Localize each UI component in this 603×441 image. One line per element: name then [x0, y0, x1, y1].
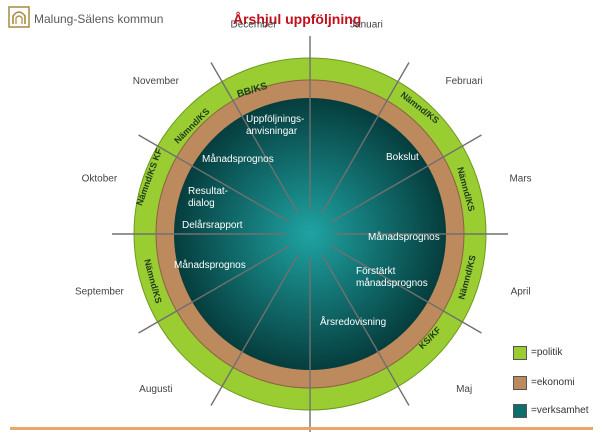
- legend-swatch-verksamhet: [513, 404, 527, 418]
- month-label-januari: Januari: [350, 19, 383, 30]
- month-divider: [138, 245, 290, 334]
- label-manadsprognos-mars: Månadsprognos: [368, 231, 440, 243]
- month-label-april: April: [511, 286, 531, 297]
- uppfoljning-line2: anvisningar: [246, 126, 298, 137]
- label-manadsprognos-sept: Månadsprognos: [174, 259, 246, 271]
- verksamhet-core: [174, 98, 446, 370]
- forstarkt-line2: månadsprognos: [356, 277, 428, 289]
- label-uppfoljningsanvisningar: Uppföljnings-anvisningar: [246, 114, 304, 137]
- label-bokslut: Bokslut: [386, 152, 419, 163]
- month-label-maj: Maj: [456, 384, 472, 395]
- month-label-mars: Mars: [509, 174, 531, 185]
- legend-label-politik: =politik: [531, 347, 563, 358]
- month-divider: [138, 134, 290, 223]
- uppfoljning-line1: Uppföljnings-: [246, 114, 304, 125]
- month-label-augusti: Augusti: [139, 384, 172, 395]
- resultat-line2: dialog: [188, 198, 215, 209]
- label-delarsrapport: Delårsrapport: [182, 219, 243, 231]
- month-label-september: September: [75, 286, 125, 297]
- legend-swatch-ekonomi: [513, 376, 527, 390]
- month-divider: [321, 254, 410, 406]
- page-title: Årshjul uppföljning: [233, 11, 362, 27]
- footer-rule: [10, 427, 593, 430]
- month-label-december: December: [231, 19, 278, 30]
- municipality-logo-icon: [8, 6, 30, 28]
- legend-swatch-politik: [513, 346, 527, 360]
- label-manadsprognos-okt: Månadsprognos: [202, 153, 274, 165]
- legend-label-ekonomi: =ekonomi: [531, 377, 575, 388]
- forstarkt-line1: Förstärkt: [356, 266, 396, 277]
- month-divider: [330, 245, 482, 334]
- label-resultatdialog: Resultat-dialog: [188, 186, 228, 209]
- legend-label-verksamhet: =verksamhet: [531, 405, 589, 416]
- month-label-oktober: Oktober: [82, 174, 118, 185]
- month-divider: [330, 134, 482, 223]
- resultat-line1: Resultat-: [188, 186, 228, 197]
- month-label-november: November: [133, 76, 180, 87]
- month-dividers: [112, 36, 508, 432]
- month-label-februari: Februari: [446, 76, 483, 87]
- label-arsredovisning: Årsredovisning: [320, 315, 386, 328]
- ekonomi-labels: Uppföljnings-anvisningar Bokslut Månadsp…: [174, 114, 440, 328]
- month-divider: [321, 62, 410, 214]
- month-divider: [210, 62, 299, 214]
- org-name: Malung-Sälens kommun: [34, 12, 164, 26]
- month-divider: [210, 254, 299, 406]
- month-labels: JanuariFebruariMarsAprilMajJuniJuliAugus…: [75, 19, 532, 441]
- header: Malung-Sälens kommun Årshjul uppföljning: [0, 0, 603, 40]
